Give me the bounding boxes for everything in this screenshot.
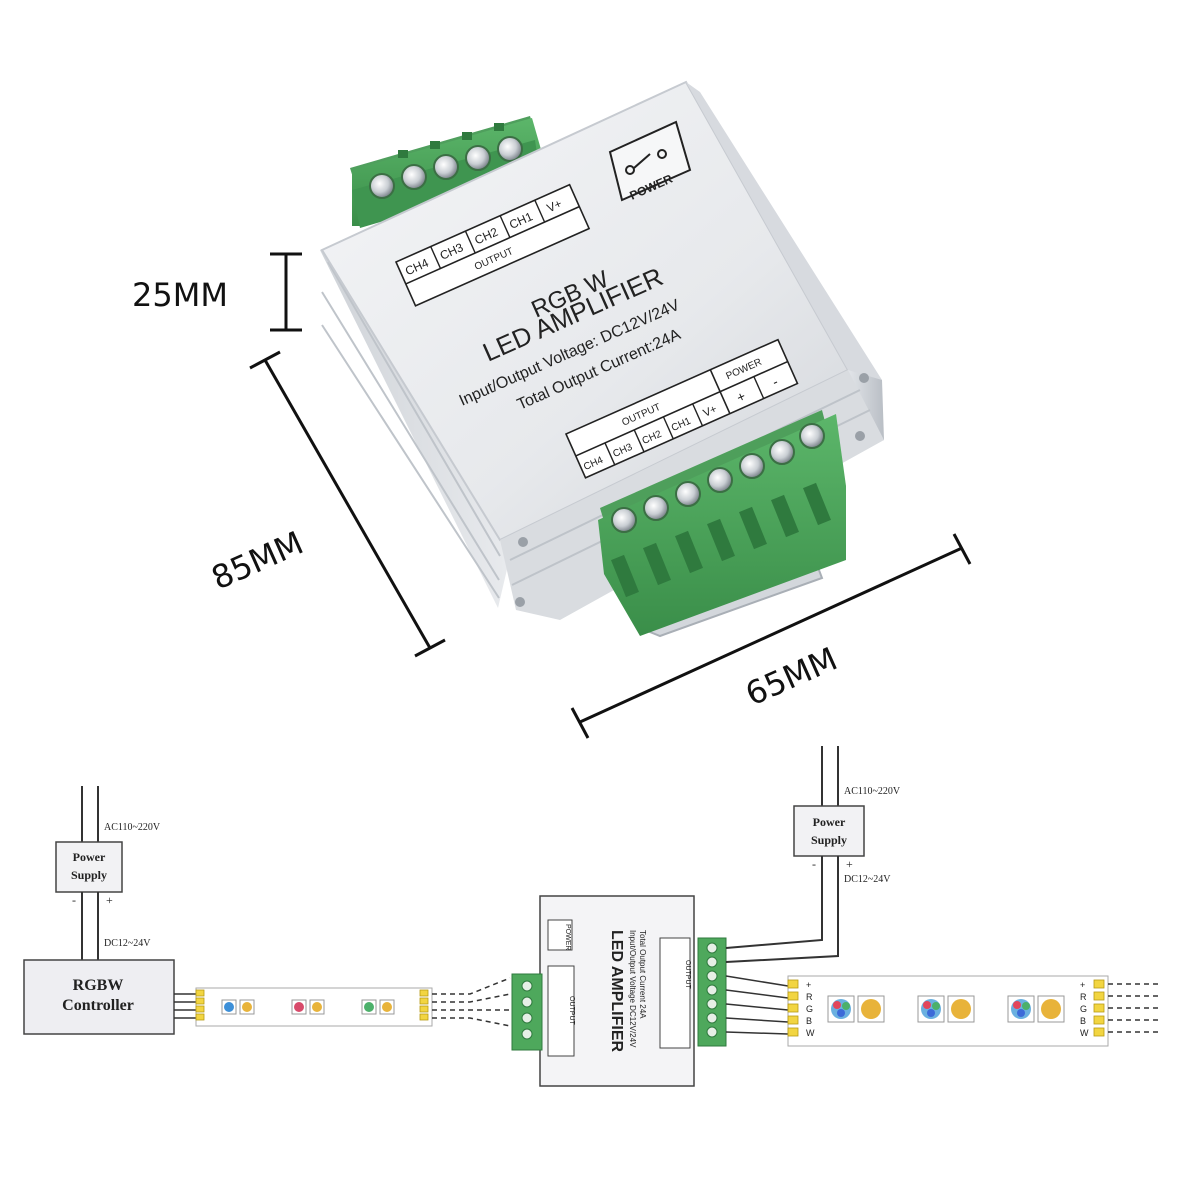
input-pin-table: CH4 CH3 CH2 CH1 V+ OUTPUT	[394, 183, 591, 307]
strip-pin-right-4: W	[1080, 1028, 1089, 1038]
svg-text:Supply: Supply	[71, 868, 107, 882]
strip-pin-right-1: R	[1080, 992, 1087, 1002]
strip-pin-left-3: B	[806, 1016, 812, 1026]
wiring-diagram: AC110~220V Power Supply - + DC12~24V RGB…	[23, 746, 1160, 1087]
wiring-amp-sub2: Total Output Current 24A	[638, 930, 647, 1019]
right-power-supply: Power Supply	[793, 805, 865, 857]
svg-text:Controller: Controller	[62, 997, 134, 1014]
strip-pin-left-0: +	[806, 980, 811, 990]
right-plus: +	[846, 857, 853, 871]
left-led-strip	[195, 987, 433, 1027]
wiring-amp-title: LED AMPLIFIER	[608, 930, 625, 1053]
svg-text:Power: Power	[813, 815, 846, 829]
svg-text:RGBW: RGBW	[73, 977, 124, 994]
right-minus: -	[812, 857, 816, 871]
height-label: 25MM	[132, 276, 228, 314]
power-switch-icon: POWER	[608, 120, 692, 203]
power-pin-minus: -	[770, 373, 781, 390]
wiring-amplifier: LED AMPLIFIER Input/Output Voltage DC12V…	[511, 895, 727, 1087]
strip-pin-left-4: W	[806, 1028, 815, 1038]
right-dc-label: DC12~24V	[844, 874, 891, 885]
input-pin-vplus: V+	[545, 196, 564, 215]
wiring-amp-power: POWER	[564, 924, 571, 950]
left-ac-label: AC110~220V	[104, 822, 161, 833]
strip-pin-right-2: G	[1080, 1004, 1087, 1014]
input-terminal-block	[350, 116, 544, 228]
strip-pin-right-3: B	[1080, 1016, 1086, 1026]
dimension-height: 25MM	[132, 252, 302, 332]
output-terminal-block	[598, 410, 846, 636]
svg-text:Power: Power	[73, 850, 106, 864]
wiring-amp-sub: Input/Output Voltage DC12V/24V	[628, 930, 637, 1048]
length-label: 85MM	[206, 524, 309, 598]
left-plus: +	[106, 893, 113, 907]
wiring-amp-output-right: OUTPUT	[684, 960, 691, 990]
rgbw-controller: RGBW Controller	[23, 959, 175, 1035]
output-pin-vplus: V+	[701, 403, 718, 420]
output-pin-table: OUTPUT POWER CH4 CH3 CH2 CH1 V+ + -	[564, 338, 799, 479]
amplifier-unit: POWER CH4 CH3 CH2 CH1 V+ OUTPUT RGB W LE…	[320, 80, 884, 638]
width-label: 65MM	[740, 640, 843, 714]
strip-pin-right-0: +	[1080, 980, 1085, 990]
left-dc-label: DC12~24V	[104, 938, 151, 949]
strip-pin-left-2: G	[806, 1004, 813, 1014]
right-led-strip: + R G B W + R G B W	[787, 975, 1109, 1047]
strip-pin-left-1: R	[806, 992, 813, 1002]
svg-text:Supply: Supply	[811, 833, 847, 847]
left-minus: -	[72, 893, 76, 907]
wiring-amp-output-left: OUTPUT	[568, 996, 575, 1026]
left-power-supply: Power Supply	[55, 841, 123, 893]
right-ac-label: AC110~220V	[844, 786, 901, 797]
